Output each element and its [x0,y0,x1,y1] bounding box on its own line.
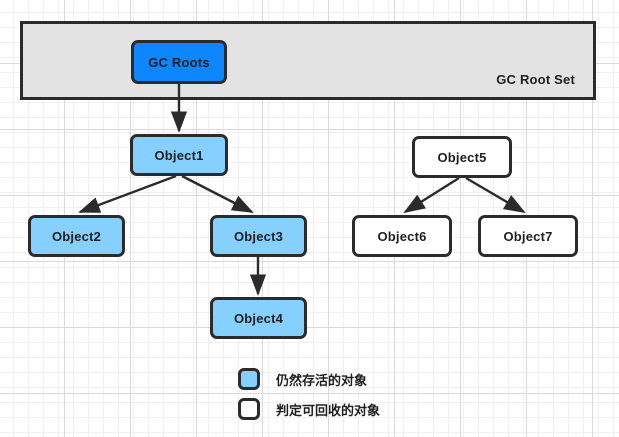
node-label: Object4 [233,310,284,326]
node-label: Object1 [154,147,204,163]
edge-object5-object6 [403,176,460,214]
legend-item-reclaimable: 判定可回收的对象 [238,394,380,424]
legend-label-reclaimable: 判定可回收的对象 [276,403,381,419]
legend-item-alive: 仍然存活的对象 [238,364,380,394]
node-label: Object7 [503,228,553,244]
edge-object1-object2 [78,174,177,214]
node-object4[interactable]: Object4 [210,297,307,339]
node-object6[interactable]: Object6 [352,215,452,257]
legend-swatch-alive-icon [238,368,260,390]
node-label: Object5 [437,149,487,165]
gc-root-set-container: GC Root Set [20,21,596,100]
node-gc-roots[interactable]: GC Roots [131,40,227,84]
node-object1[interactable]: Object1 [130,134,228,176]
node-object7[interactable]: Object7 [478,215,578,257]
edge-object5-object7 [465,176,526,214]
legend: 仍然存活的对象 判定可回收的对象 [238,364,380,424]
node-label: Object3 [233,228,284,244]
node-object2[interactable]: Object2 [28,215,125,257]
node-object3[interactable]: Object3 [210,215,307,257]
legend-label-alive: 仍然存活的对象 [276,373,368,389]
node-label: Object6 [377,228,427,244]
node-label: GC Roots [148,54,210,70]
node-label: Object2 [51,228,102,244]
legend-swatch-reclaimable-icon [238,398,260,420]
edge-object1-object3 [181,174,254,214]
gc-root-set-label: GC Root Set [496,72,575,87]
node-object5[interactable]: Object5 [412,136,512,178]
